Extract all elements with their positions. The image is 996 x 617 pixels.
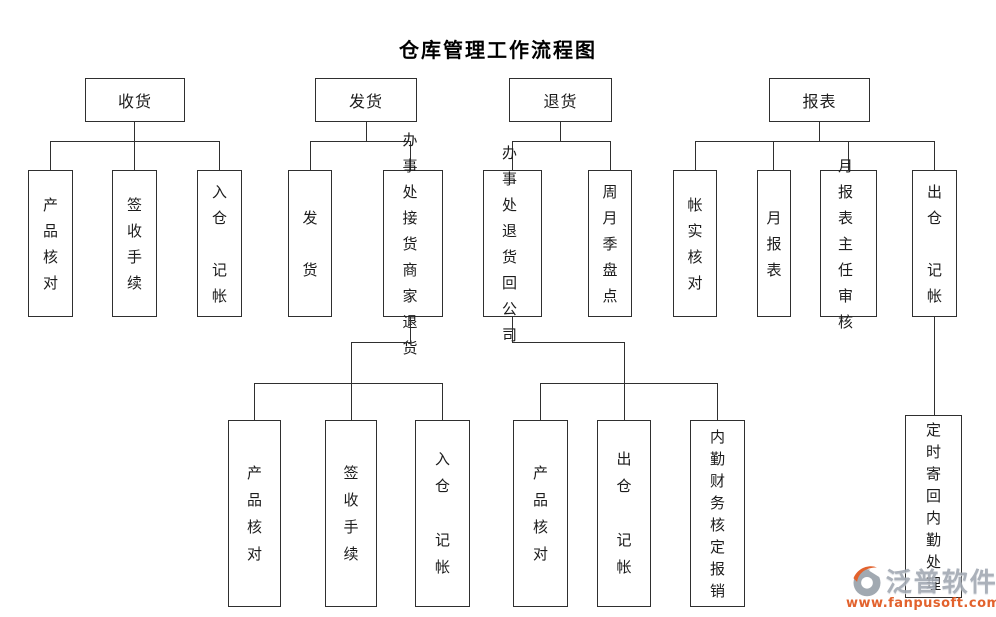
node-receiving: 收货 [85, 78, 185, 122]
connector [773, 141, 774, 170]
node-reports-account-reality-check: 帐 实 核 对 [673, 170, 717, 317]
connector [442, 383, 443, 420]
node-shipping-merchant-return-handling: 办事 处接 货商 家退 货 [383, 131, 443, 357]
watermark-url: www.fanpusoft.com [846, 596, 996, 611]
node-returns: 退货 [509, 78, 612, 122]
node-shipping-sub-sign-procedure: 签 收 手 续 [325, 420, 377, 607]
node-returns-office-return-to-company: 办事 处退 货回 公司 [483, 144, 542, 344]
node-reports: 报表 [769, 78, 870, 122]
connector [717, 383, 718, 420]
node-reports-director-review: 月报 表主 任审 核 [820, 157, 877, 331]
connector [695, 141, 934, 142]
connector [934, 141, 935, 170]
node-reports-monthly-report: 月 报 表 [757, 170, 791, 317]
connector [351, 342, 352, 383]
node-returns-sub-warehouse-out-bookkeeping: 出 仓 记 帐 [597, 420, 651, 607]
connector [351, 383, 352, 420]
connector [351, 342, 411, 343]
connector [254, 383, 442, 384]
connector [540, 383, 717, 384]
connector [512, 141, 513, 170]
connector [624, 383, 625, 420]
node-returns-sub-finance-reimbursement: 内 勤 财 务 核 定 报 销 [690, 420, 745, 607]
connector [410, 317, 411, 342]
connector [560, 122, 561, 141]
node-receiving-warehouse-in-bookkeeping: 入 仓 记 帐 [197, 170, 242, 317]
node-reports-sub-scheduled-send-back: 定 时 寄 回 内 勤 处 理 [905, 415, 962, 598]
connector [134, 122, 135, 141]
node-returns-sub-product-check: 产 品 核 对 [513, 420, 568, 607]
node-shipping-sub-product-check: 产 品 核 对 [228, 420, 281, 607]
fanpu-logo-icon [849, 560, 899, 599]
node-receiving-sign-procedure: 签 收 手 续 [112, 170, 157, 317]
node-shipping: 发货 [315, 78, 417, 122]
node-returns-periodic-stocktake: 周 月 季 盘 点 [588, 170, 632, 317]
connector [410, 141, 411, 170]
connector [512, 342, 624, 343]
node-reports-warehouse-out-bookkeeping: 出 仓 记 帐 [912, 170, 957, 317]
connector [624, 342, 625, 383]
connector [819, 122, 820, 141]
node-shipping-sub-warehouse-in-bookkeeping: 入 仓 记 帐 [415, 420, 470, 607]
connector [848, 141, 849, 170]
connector [50, 141, 51, 170]
connector [219, 141, 220, 170]
connector [540, 383, 541, 420]
connector [512, 317, 513, 342]
connector [310, 141, 311, 170]
connector [254, 383, 255, 420]
connector [934, 317, 935, 415]
connector [50, 141, 220, 142]
connector [512, 141, 610, 142]
connector [610, 141, 611, 170]
connector [366, 122, 367, 141]
connector [695, 141, 696, 170]
node-shipping-dispatch: 发 货 [288, 170, 332, 317]
node-receiving-product-check: 产 品 核 对 [28, 170, 73, 317]
page-title: 仓库管理工作流程图 [399, 38, 597, 62]
connector [310, 141, 410, 142]
connector [134, 141, 135, 170]
